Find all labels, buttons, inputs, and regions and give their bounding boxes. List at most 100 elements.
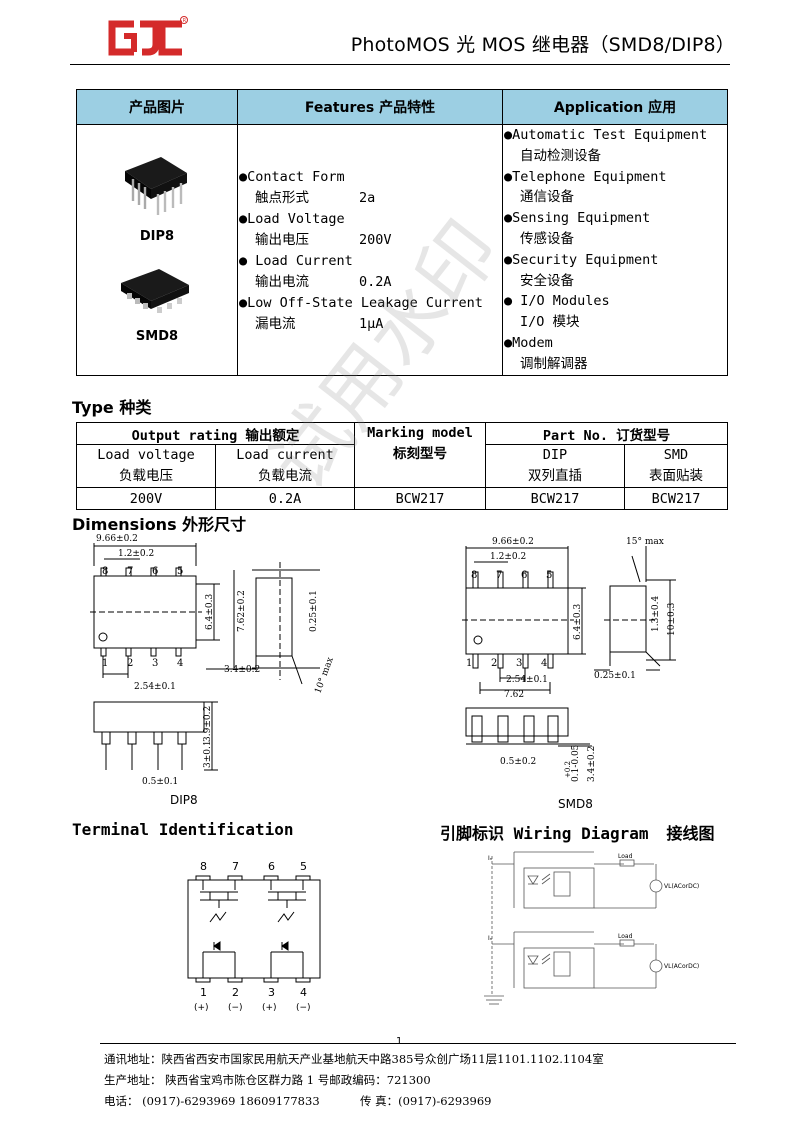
col-product-image: 产品图片 — [76, 89, 238, 125]
dim-lead-height: 3.9±0.2 — [203, 706, 213, 742]
input-1-label: Iₙ — [488, 855, 493, 862]
svg-text:8: 8 — [471, 570, 477, 581]
svg-text:4: 4 — [541, 658, 547, 669]
dip8-chip-image — [125, 157, 187, 215]
footer-fax: 传 真：(0917)-6293969 — [360, 1094, 492, 1108]
dim-pin-width: 1.2±0.2 — [118, 549, 154, 559]
dim-smd-side: 0.25±0.1 — [594, 671, 636, 681]
svg-text:4: 4 — [300, 986, 307, 999]
svg-text:1.2±0.2: 1.2±0.2 — [490, 552, 526, 562]
dim-lead: 3.4±0.2 — [224, 665, 260, 675]
footer-phone: 电话： (0917)-6293969 18609177833 — [104, 1094, 320, 1108]
svg-text:2: 2 — [127, 658, 133, 669]
dip8-lead-view — [93, 701, 218, 771]
smd8-lead-view — [465, 707, 592, 747]
company-logo: R — [108, 16, 188, 56]
terminal-title: Terminal Identification — [72, 820, 294, 839]
dim-smd-angle: 15° max — [626, 537, 664, 547]
svg-text:3: 3 — [268, 986, 275, 999]
dim-row: 7.62 — [504, 690, 524, 700]
svg-text:1: 1 — [466, 658, 472, 669]
col-features: Features 产品特性 — [237, 89, 503, 125]
output-rating-header: Output rating 输出额定 — [76, 422, 355, 445]
dim-smd-h2: 10±0.3 — [667, 602, 677, 636]
dim-side: 0.25±0.1 — [309, 590, 319, 632]
table-row: 200V 0.2A BCW217 BCW217 BCW217 — [76, 487, 728, 510]
dim-height: 7.62±0.2 — [237, 590, 247, 632]
svg-text:7: 7 — [496, 570, 502, 581]
features-table: 产品图片 Features 产品特性 Application 应用 DIP8 — [76, 89, 728, 376]
svg-text:3: 3 — [516, 658, 522, 669]
svg-text:6: 6 — [521, 570, 527, 581]
dip8-caption: DIP8 — [170, 793, 198, 807]
svg-text:R: R — [183, 18, 187, 24]
smd8-chip-image — [121, 269, 189, 313]
input-2-label: Iₙ — [488, 935, 493, 942]
dim-lead-length: 3±0.1 — [203, 740, 213, 768]
dip8-top-view — [90, 543, 220, 678]
svg-text:5: 5 — [300, 860, 307, 873]
svg-text:5: 5 — [177, 566, 183, 577]
footer-divider — [100, 1043, 736, 1044]
svg-text:7: 7 — [127, 566, 133, 577]
product-images-cell: DIP8 SMD8 — [76, 124, 238, 376]
header-divider — [70, 64, 730, 65]
svg-text:9.66±0.2: 9.66±0.2 — [492, 537, 534, 547]
smd8-pin-numbers: 8 7 6 5 1 2 3 4 — [466, 570, 552, 669]
svg-text:1: 1 — [200, 986, 207, 999]
load-2-label: Load — [618, 933, 633, 940]
dim-smd-lead-width: 0.5±0.2 — [500, 757, 536, 767]
dim-smd-lead-height: 3.4±0.2 — [587, 746, 597, 782]
smd8-side-view — [594, 546, 676, 671]
part-no-header: Part No. 订货型号 — [485, 422, 728, 445]
dim-body-width: 6.4±0.3 — [205, 594, 215, 630]
terminal-bottom-pins: 1 2 3 4 — [200, 986, 307, 999]
type-title: Type 种类 — [72, 398, 152, 417]
dim-pitch: 2.54±0.1 — [134, 682, 176, 692]
svg-text:2: 2 — [491, 658, 497, 669]
svg-text:5: 5 — [546, 570, 552, 581]
svg-text:8: 8 — [200, 860, 207, 873]
load-1-label: Load — [618, 853, 633, 860]
dim-length: 9.66±0.2 — [96, 534, 138, 544]
svg-text:8: 8 — [102, 566, 108, 577]
col-application: Application 应用 — [502, 89, 728, 125]
document-title: PhotoMOS 光 MOS 继电器（SMD8/DIP8） — [350, 34, 735, 56]
dip8-side-view — [206, 562, 320, 685]
dim-smd-foot: 0.1-0.05 — [571, 744, 581, 782]
source-2-label: VL(ACorDC) — [664, 963, 699, 970]
svg-text:3: 3 — [152, 658, 158, 669]
page-number: 1 — [396, 1036, 403, 1047]
svg-text:(−): (−) — [296, 1003, 311, 1013]
terminal-polarity: (+)(−)(+)(−) — [194, 1003, 311, 1013]
svg-text:2.54±0.1: 2.54±0.1 — [506, 675, 548, 685]
wiring-diagram: Iₙ Iₙ Load Load VL(ACorDC) VL(ACorDC) — [484, 851, 699, 1005]
smd8-label: SMD8 — [135, 329, 179, 344]
svg-text:1: 1 — [102, 658, 108, 669]
footer-address: 通讯地址：陕西省西安市国家民用航天产业基地航天中路385号众创广场11层1101… — [104, 1052, 604, 1066]
dim-angle: 10° max — [313, 656, 335, 695]
svg-text:(+): (+) — [194, 1003, 209, 1013]
smd8-caption: SMD8 — [558, 797, 593, 811]
svg-text:7: 7 — [232, 860, 239, 873]
dim-smd-foot2: +0.2 — [564, 761, 572, 778]
dimension-drawings: 9.66±0.2 1.2±0.2 2.54±0.1 8 7 6 5 1 2 3 4 6.4±… — [90, 534, 677, 811]
svg-text:2: 2 — [232, 986, 239, 999]
svg-text:4: 4 — [177, 658, 183, 669]
